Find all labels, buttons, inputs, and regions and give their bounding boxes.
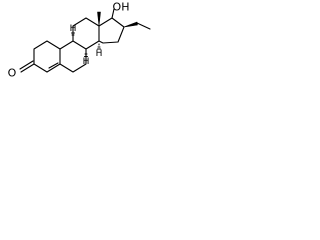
ketone-bond-1 [20,63,35,73]
hydroxyl-label: OH [113,1,130,14]
ethyl-bond [136,22,151,30]
stereo-h-label-1: H [83,57,90,67]
stereo-h-label-3: H [96,49,103,59]
ring-a [33,40,61,73]
ring-a-double-bond [48,62,59,69]
hydroxyl-bond [111,8,115,19]
ring-c [72,17,100,50]
stereo-h-label-2: H [70,24,77,34]
steroid-structure-diagram: O OH H H H [8,1,151,80]
ethyl-wedge [123,21,138,28]
ring-d [98,17,125,44]
hashed-bond-1 [84,50,88,57]
hashed-bond-3 [97,43,101,50]
ketone-oxygen-label: O [8,67,17,80]
angular-methyl-wedge [97,11,101,27]
hashed-bond-2 [71,32,75,39]
ketone-bond-2 [19,60,34,70]
